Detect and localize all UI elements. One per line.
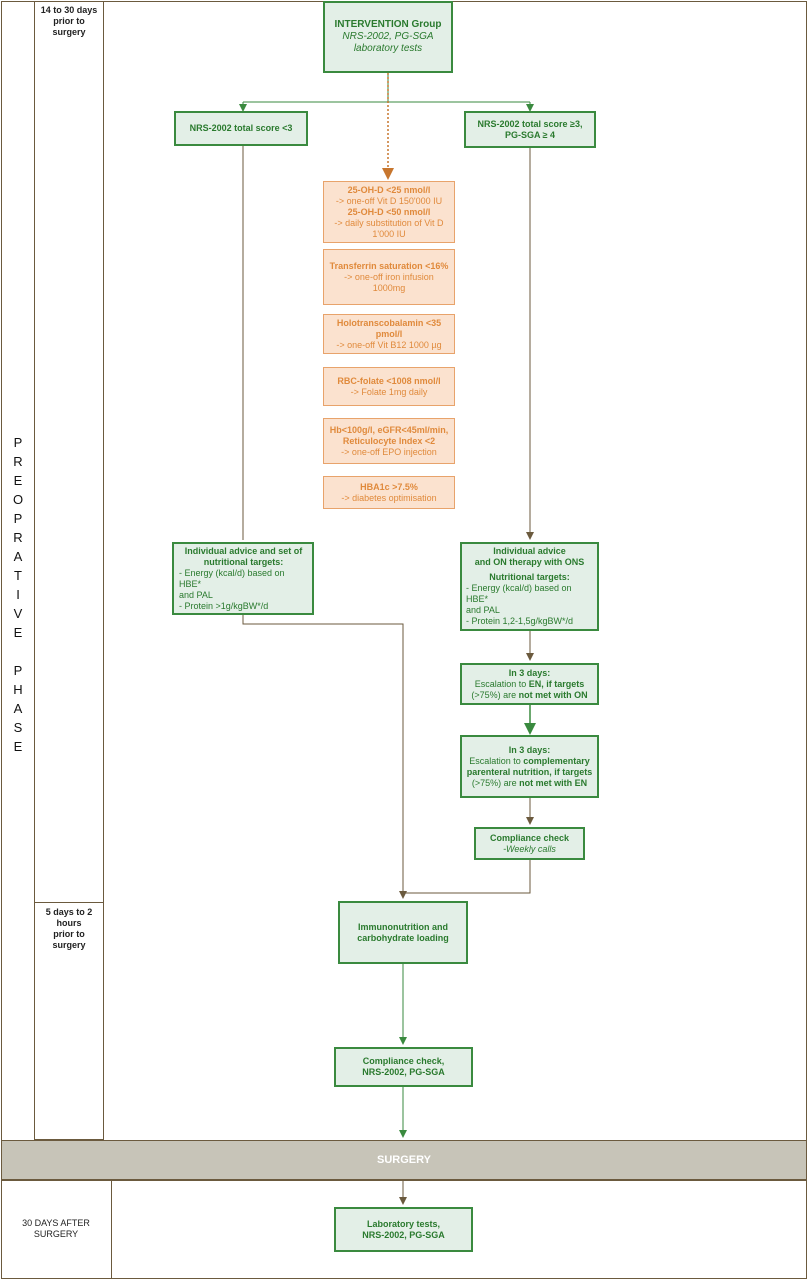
lab-hb-egfr-box: Hb<100g/l, eGFR<45ml/min, Reticulocyte I… [323, 418, 455, 464]
lab-hba1c-box: HBA1c >7.5% -> diabetes optimisation [323, 476, 455, 509]
intervention-group-box: INTERVENTION Group NRS-2002, PG-SGA labo… [323, 1, 453, 73]
lab-transferrin-box: Transferrin saturation <16% -> one-off i… [323, 249, 455, 305]
advice-low-box: Individual advice and set of nutritional… [172, 542, 314, 615]
compliance-check-nrs-box: Compliance check, NRS-2002, PG-SGA [334, 1047, 473, 1087]
line-advice-low-to-immuno [242, 615, 407, 899]
laboratory-tests-box: Laboratory tests, NRS-2002, PG-SGA [334, 1207, 473, 1252]
lab-vitamin-d-box: 25-OH-D <25 nmol/l -> one-off Vit D 150'… [323, 181, 455, 243]
immunonutrition-box: Immunonutrition and carbohydrate loading [338, 901, 468, 964]
after-surgery-divider [111, 1180, 112, 1279]
surgery-label: SURGERY [377, 1154, 431, 1166]
nrs-low-box: NRS-2002 total score <3 [174, 111, 308, 146]
compliance-check-weekly-box: Compliance check -Weekly calls [474, 827, 585, 860]
lab-rbc-folate-box: RBC-folate <1008 nmol/l -> Folate 1mg da… [323, 367, 455, 406]
line-intervention-branch [243, 73, 530, 103]
lab-holotranscobalamin-box: Holotranscobalamin <35 pmol/l -> one-off… [323, 314, 455, 354]
escalation-en-box: In 3 days: Escalation to EN, if targets … [460, 663, 599, 705]
surgery-band: SURGERY [1, 1140, 807, 1180]
timeline-divider [34, 902, 104, 903]
line-compliance-to-immuno [403, 860, 531, 894]
advice-high-box: Individual advice and ON therapy with ON… [460, 542, 599, 631]
timeline-column [34, 1, 104, 1140]
nrs-high-box: NRS-2002 total score ≥3, PG-SGA ≥ 4 [464, 111, 596, 148]
escalation-pn-box: In 3 days: Escalation to complementary p… [460, 735, 599, 798]
after-surgery-frame [1, 1180, 807, 1279]
